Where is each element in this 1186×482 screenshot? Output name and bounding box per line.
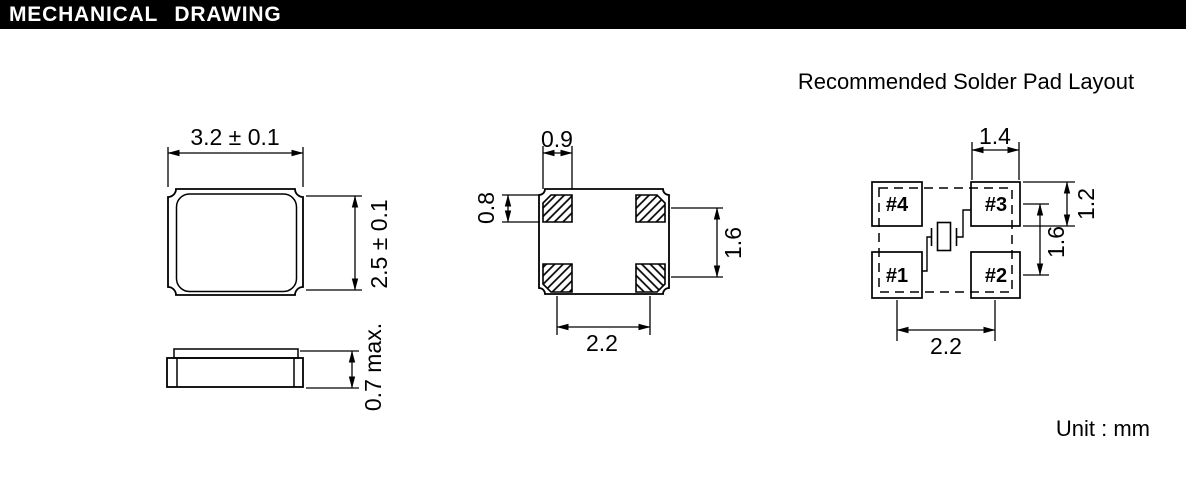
dim-solder-pad-height: 1.2	[1023, 181, 1099, 227]
solder-pad-3-label: #3	[985, 194, 1007, 216]
dim-solder-pad-width-value: 1.4	[979, 123, 1011, 149]
pad-hatched-top-right	[635, 194, 666, 223]
solder-pad-3	[970, 181, 1021, 227]
package-bottom-outline	[538, 188, 670, 295]
side-view: 0.7 max.	[166, 323, 386, 411]
lid-side-outline	[173, 348, 299, 359]
dim-solder-pad-width: 1.4	[971, 123, 1020, 180]
crystal-body	[936, 221, 952, 252]
dim-body-width-value: 3.2 ± 0.1	[190, 124, 279, 150]
solder-pad-layout: #4 #3 #1 #2 1.4 1.2 1.6	[871, 123, 1099, 359]
dim-pad-height-value: 0.8	[473, 192, 499, 224]
package-outline-dashed	[878, 187, 1013, 293]
dim-pad-width: 0.9	[541, 126, 573, 189]
dim-thickness-value: 0.7 max.	[360, 323, 386, 411]
dim-body-width: 3.2 ± 0.1	[167, 124, 304, 187]
dim-row-pitch: 1.6	[671, 207, 746, 278]
dim-thickness: 0.7 max.	[300, 323, 386, 411]
solder-pad-4-label: #4	[886, 194, 909, 216]
dim-solder-row-pitch-value: 1.6	[1043, 226, 1069, 258]
dim-pad-height: 0.8	[473, 192, 540, 224]
solder-pad-layout-title: Recommended Solder Pad Layout	[797, 69, 1135, 94]
solder-pad-1	[871, 251, 923, 299]
dim-body-height: 2.5 ± 0.1	[306, 195, 392, 291]
solder-pad-2-label: #2	[985, 265, 1007, 287]
dim-solder-col-pitch: 2.2	[896, 300, 996, 359]
dim-row-pitch-value: 1.6	[720, 227, 746, 259]
dim-body-height-value: 2.5 ± 0.1	[366, 199, 392, 288]
section-title: MECHANICAL DRAWING	[9, 3, 282, 26]
solder-pad-4	[871, 181, 923, 227]
pad-hatched-bottom-left	[542, 263, 573, 293]
pad-hatched-top-left	[542, 194, 573, 223]
solder-pad-2	[970, 251, 1021, 299]
bottom-view: 0.9 0.8 1.6 2.2	[473, 126, 746, 356]
top-view: 3.2 ± 0.1 2.5 ± 0.1	[167, 124, 392, 296]
pad-hatched-bottom-right	[635, 263, 666, 293]
unit-label: Unit : mm	[1055, 416, 1150, 441]
dim-solder-col-pitch-value: 2.2	[930, 333, 962, 359]
wire-to-pad-3	[956, 209, 971, 238]
section-header-bar: MECHANICAL DRAWING	[0, 0, 1186, 29]
dim-solder-pad-height-value: 1.2	[1073, 188, 1099, 220]
dim-solder-row-pitch: 1.6	[1023, 203, 1069, 276]
wire-to-pad-1	[922, 236, 932, 272]
package-lid-outline	[175, 193, 298, 293]
dim-col-pitch-value: 2.2	[586, 330, 618, 356]
dim-pad-width-value: 0.9	[541, 126, 573, 152]
dim-col-pitch: 2.2	[556, 296, 651, 356]
package-body-outline	[167, 188, 304, 296]
solder-pad-1-label: #1	[886, 265, 908, 287]
crystal-symbol	[922, 209, 971, 272]
body-side-outline	[166, 357, 304, 388]
